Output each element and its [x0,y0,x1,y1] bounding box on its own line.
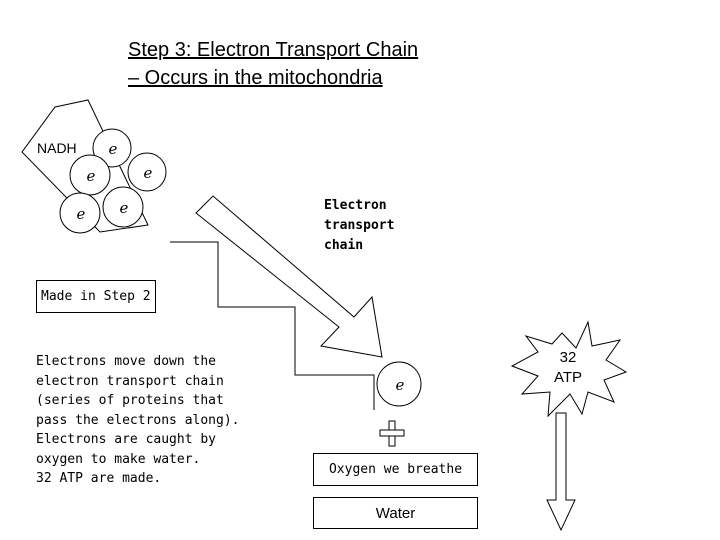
water-box: Water [313,497,478,529]
electron-circle [92,128,132,168]
electron-symbol: e [77,205,86,223]
etc-label-line-2: transport [324,218,395,233]
description-text: Electrons move down the electron transpo… [36,354,240,486]
atp-count: 32 [559,349,577,366]
electron-flow-arrow [195,195,383,358]
atp-text: ATP [553,369,583,386]
title-line-1: Step 3: Electron Transport Chain [128,39,419,61]
energy-staircase [170,241,375,410]
atp-label: 32 ATP [528,348,608,388]
electron-circle [59,192,101,234]
electron-symbol: e [109,140,118,158]
transferred-electron-circle [376,361,422,407]
down-arrow [546,412,576,532]
nadh-label: NADH [37,140,77,156]
electron-circle [69,154,111,196]
title-line-2: – Occurs in the mitochondria [128,67,383,89]
electron-symbol: e [87,167,96,185]
electron-symbol: e [120,199,129,217]
oxygen-box: Oxygen we breathe [313,453,478,486]
electron-group: e e e e e [59,128,167,234]
etc-label-line-1: Electron [324,198,387,213]
etc-label: Electron transport chain [324,196,394,256]
etc-label-line-3: chain [324,238,364,253]
slide-title: Step 3: Electron Transport Chain – Occur… [128,36,418,92]
atp-burst-shape [510,320,628,418]
plus-sign [379,420,405,447]
electron-circle [127,152,167,192]
electron-circle [102,186,144,228]
electron-symbol: e [144,164,153,182]
made-in-step2-box: Made in Step 2 [36,280,156,313]
electron-symbol: e [396,376,405,394]
